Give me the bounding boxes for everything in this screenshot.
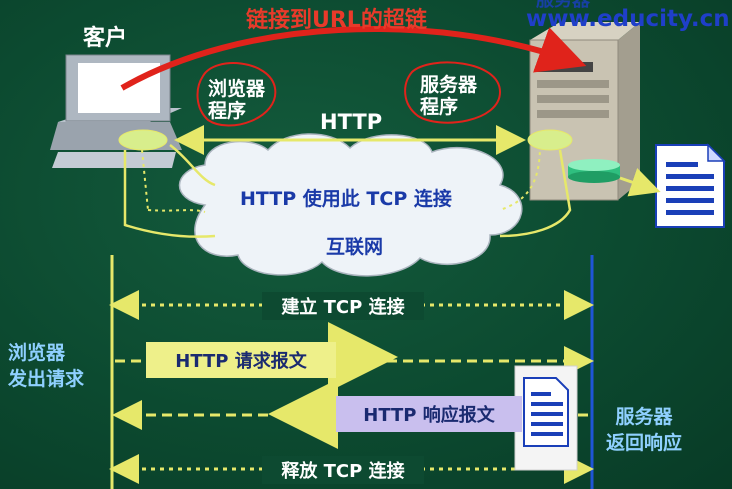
internet-label: 互联网 bbox=[326, 236, 384, 258]
computer-icon bbox=[50, 54, 182, 168]
step-establish-tcp-label: 建立 TCP 连接 bbox=[281, 297, 405, 318]
browser-program-label: 浏览器 程序 bbox=[208, 78, 265, 122]
hyperlink-label: 链接到URL的超链 bbox=[246, 8, 427, 33]
http-link-label: HTTP bbox=[320, 110, 383, 134]
browser-program-line1: 浏览器 bbox=[208, 78, 266, 100]
site-url-top-partial: 服务器 bbox=[536, 0, 590, 11]
server-response-line1: 服务器 bbox=[615, 406, 673, 428]
server-program-label: 服务器 程序 bbox=[420, 74, 477, 118]
browser-request-line1: 浏览器 bbox=[8, 342, 66, 364]
database-icon bbox=[568, 159, 620, 183]
step-release-tcp-label: 释放 TCP 连接 bbox=[281, 461, 405, 482]
site-url: www.educity.cn bbox=[526, 6, 730, 32]
step-http-request: HTTP 请求报文 bbox=[146, 342, 336, 378]
server-response-label: 服务器 返回响应 bbox=[606, 404, 682, 456]
step-establish-tcp: 建立 TCP 连接 bbox=[262, 292, 424, 320]
tcp-connection-label: HTTP 使用此 TCP 连接 bbox=[240, 188, 452, 210]
client-label: 客户 bbox=[83, 26, 128, 51]
browser-request-line2: 发出请求 bbox=[8, 368, 85, 390]
browser-program-line2: 程序 bbox=[208, 100, 247, 122]
server-response-line2: 返回响应 bbox=[606, 432, 683, 454]
document-icon bbox=[655, 143, 726, 228]
response-document-icon bbox=[523, 377, 569, 447]
step-http-request-label: HTTP 请求报文 bbox=[175, 351, 307, 372]
step-http-response: HTTP 响应报文 bbox=[336, 396, 522, 432]
server-program-line2: 程序 bbox=[420, 96, 459, 118]
step-http-response-label: HTTP 响应报文 bbox=[363, 405, 495, 426]
step-release-tcp: 释放 TCP 连接 bbox=[262, 456, 424, 484]
browser-request-label: 浏览器 发出请求 bbox=[8, 340, 84, 392]
server-program-line1: 服务器 bbox=[420, 74, 478, 96]
